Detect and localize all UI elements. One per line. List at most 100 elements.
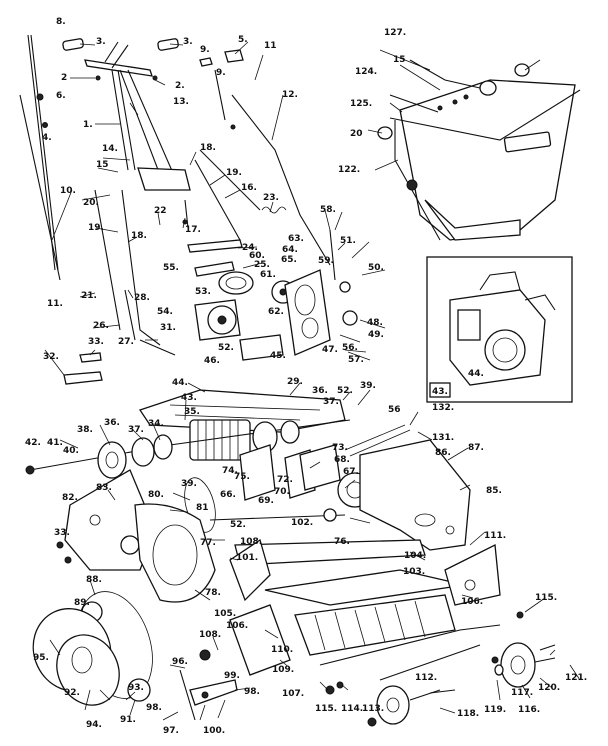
part-label: 96. — [172, 657, 188, 667]
part-label: 21. — [81, 291, 97, 301]
part-label: 115. — [535, 593, 557, 603]
part-label: 63. — [288, 234, 304, 244]
part-label: 127. — [384, 28, 406, 38]
part-label: 115. — [315, 704, 337, 714]
part-label: 23. — [263, 193, 279, 203]
part-label: 48. — [367, 318, 383, 328]
part-label: 61. — [260, 270, 276, 280]
part-label: 36. — [312, 386, 328, 396]
part-label: 107. — [282, 689, 304, 699]
part-label: 112. — [415, 673, 437, 683]
part-label: 103. — [403, 567, 425, 577]
part-label: 53. — [195, 287, 211, 297]
part-label: 46. — [204, 356, 220, 366]
part-label: 122. — [338, 165, 360, 175]
part-label: 26. — [93, 321, 109, 331]
part-label: 12. — [282, 90, 298, 100]
part-label: 28. — [134, 293, 150, 303]
part-label: 51. — [340, 236, 356, 246]
part-label: 95. — [33, 653, 49, 663]
engine-inset-caption-box — [429, 382, 451, 398]
part-label: 47. — [322, 345, 338, 355]
part-label: 86. — [435, 448, 451, 458]
part-label: 98. — [146, 703, 162, 713]
part-label: 9. — [200, 45, 210, 55]
part-label: 98. — [244, 687, 260, 697]
part-label: 40. — [63, 446, 79, 456]
part-label: 1. — [83, 120, 93, 130]
part-label: 2 — [61, 73, 67, 83]
part-label: 33. — [54, 528, 70, 538]
part-label: 11. — [47, 299, 63, 309]
part-label: 74. — [222, 466, 238, 476]
part-label: 54. — [157, 307, 173, 317]
part-label: 39. — [360, 381, 376, 391]
part-label: 118. — [457, 709, 479, 719]
part-label: 116. — [518, 705, 540, 715]
part-label: 80. — [148, 490, 164, 500]
part-label: 108. — [240, 537, 262, 547]
part-label: 5. — [238, 35, 248, 45]
part-label: 49. — [368, 330, 384, 340]
part-label: 81 — [196, 503, 209, 513]
part-label: 85. — [486, 486, 502, 496]
handle-assembly — [19, 34, 331, 385]
part-label: 65. — [281, 255, 297, 265]
part-label: 66. — [220, 490, 236, 500]
part-label: 15 — [393, 55, 406, 65]
reel-and-wheels — [32, 541, 556, 727]
part-label: 64. — [282, 245, 298, 255]
part-label: 89. — [74, 598, 90, 608]
part-label: 52. — [218, 343, 234, 353]
part-label: 57. — [348, 355, 364, 365]
part-label: 29. — [287, 377, 303, 387]
part-label: 31. — [160, 323, 176, 333]
part-label: 92. — [64, 688, 80, 698]
part-label: 78. — [205, 588, 221, 598]
part-label: 55. — [163, 263, 179, 273]
part-number-labels: 8. 3. 3. 9. 5. 11 9. 2 2. 6. 12. 13. 1. … — [25, 17, 587, 736]
part-label: 91. — [120, 715, 136, 725]
part-label: 131. — [432, 433, 454, 443]
part-label: 43. — [181, 393, 197, 403]
part-label: 32. — [43, 352, 59, 362]
part-label: 72. — [277, 475, 293, 485]
part-label: 25. — [254, 260, 270, 270]
part-label: 68. — [334, 455, 350, 465]
part-label: 106. — [226, 621, 248, 631]
part-label: 3. — [96, 37, 106, 47]
part-label: 59. — [318, 256, 334, 266]
part-label: 27. — [118, 337, 134, 347]
engine-inset — [426, 256, 573, 403]
part-label: 19. — [226, 168, 242, 178]
part-label: 36. — [104, 418, 120, 428]
part-label: 19. — [88, 223, 104, 233]
part-label: 9. — [216, 68, 226, 78]
part-label: 100. — [203, 726, 225, 736]
part-label: 35. — [184, 407, 200, 417]
part-label: 106. — [461, 597, 483, 607]
part-label: 75. — [234, 472, 250, 482]
part-label: 56. — [342, 343, 358, 353]
part-label: 50. — [368, 263, 384, 273]
part-label: 102. — [291, 518, 313, 528]
part-label: 33. — [88, 337, 104, 347]
part-label: 20. — [83, 198, 99, 208]
part-label: 42. — [25, 438, 41, 448]
part-label: 4. — [42, 133, 52, 143]
part-label: 15 — [96, 160, 109, 170]
part-label: 41. — [47, 438, 63, 448]
grass-catcher — [377, 59, 581, 241]
part-label: 94. — [86, 720, 102, 730]
part-label: 97. — [163, 726, 179, 736]
part-label: 10. — [60, 186, 76, 196]
part-label: 117. — [511, 688, 533, 698]
part-label: 18. — [200, 143, 216, 153]
part-label: 120. — [538, 683, 560, 693]
part-label: 88. — [86, 575, 102, 585]
gear-bracket-assembly — [194, 229, 358, 361]
part-label: 6. — [56, 91, 66, 101]
part-label: 93. — [128, 683, 144, 693]
part-label: 16. — [241, 183, 257, 193]
part-label: 62. — [268, 307, 284, 317]
